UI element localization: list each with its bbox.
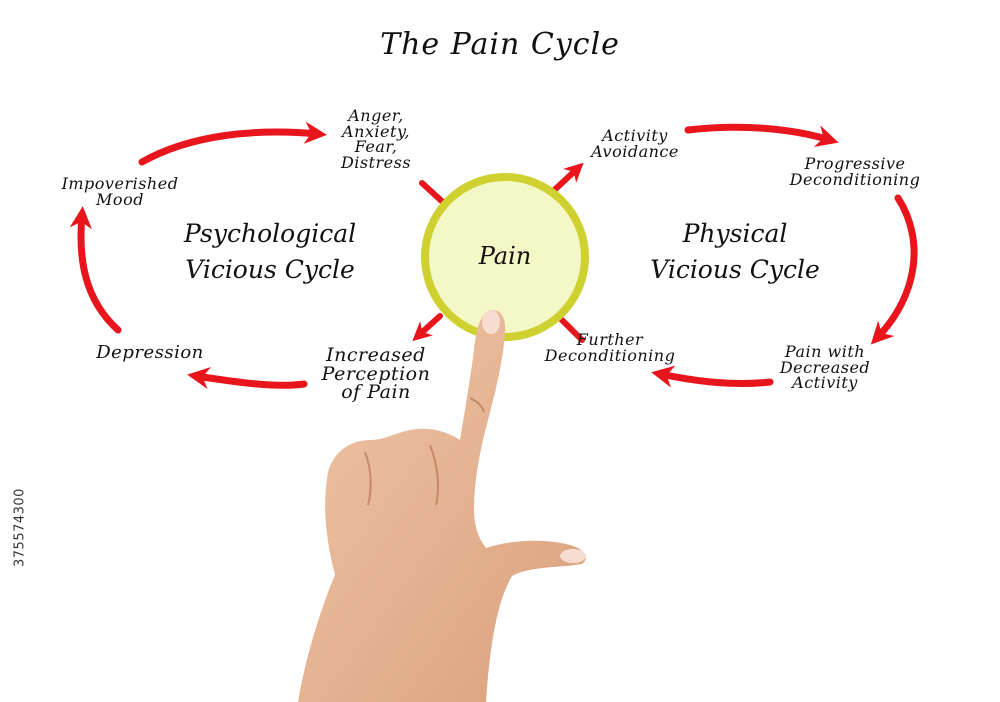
physical-cycle-label: Physical Vicious Cycle bbox=[650, 219, 820, 285]
step-impoverished-mood: Impoverished Mood bbox=[61, 174, 179, 209]
arrow-perception-to-depression bbox=[187, 366, 308, 390]
step-anger-anxiety: Anger, Anxiety, Fear, Distress bbox=[340, 106, 412, 173]
arrow-pain-to-perception bbox=[412, 313, 443, 342]
arrow-activity-to-further bbox=[651, 365, 774, 388]
psychological-cycle-arrows bbox=[69, 121, 449, 390]
stock-image-id: 375574300 bbox=[10, 465, 30, 595]
step-progressive-deconditioning: Progressive Deconditioning bbox=[789, 154, 921, 189]
arrow-depression-to-mood bbox=[69, 206, 122, 334]
connector-anger-to-pain bbox=[419, 180, 449, 208]
step-activity-avoidance: Activity Avoidance bbox=[591, 126, 679, 161]
arrow-mood-to-anger bbox=[138, 121, 327, 166]
connector-further-to-pain bbox=[557, 315, 585, 343]
pointing-hand bbox=[298, 310, 586, 702]
psychological-cycle-label: Psychological Vicious Cycle bbox=[183, 219, 357, 285]
pain-circle bbox=[421, 173, 589, 341]
step-further-deconditioning: Further Deconditioning bbox=[544, 330, 676, 365]
arrow-avoidance-to-progressive bbox=[684, 123, 839, 147]
diagram-title: The Pain Cycle bbox=[380, 27, 620, 62]
arrow-progressive-to-pain-activity bbox=[870, 194, 918, 345]
step-depression: Depression bbox=[96, 342, 204, 363]
step-increased-perception: Increased Perception of Pain bbox=[321, 344, 431, 404]
pain-label: Pain bbox=[478, 242, 532, 270]
stock-id-text: 375574300 bbox=[12, 488, 28, 567]
step-pain-decreased-activity: Pain with Decreased Activity bbox=[779, 342, 871, 393]
